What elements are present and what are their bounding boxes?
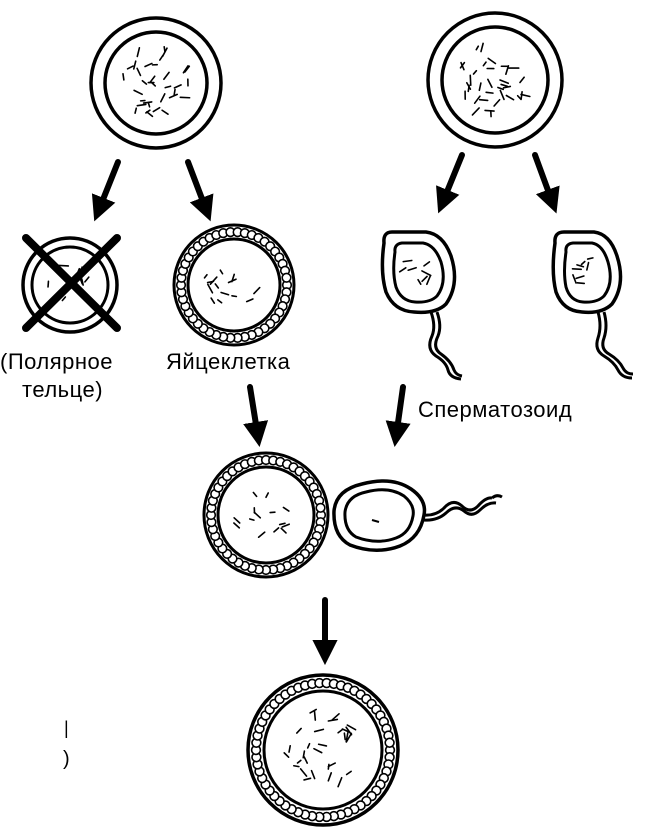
down-arrow bbox=[436, 152, 465, 214]
female-parent-cell bbox=[89, 16, 223, 150]
male-parent-cell bbox=[426, 11, 564, 149]
chromosomes bbox=[459, 42, 531, 118]
cross-out-icon bbox=[22, 234, 121, 332]
fertilizing-egg bbox=[202, 451, 330, 579]
sperm-cell-left bbox=[380, 230, 463, 381]
down-arrow bbox=[185, 159, 214, 222]
egg-cell bbox=[172, 223, 296, 347]
chromosomes bbox=[398, 259, 432, 286]
chromosomes bbox=[283, 708, 357, 788]
chromosomes bbox=[571, 257, 594, 285]
margin-mark-1: | bbox=[64, 718, 70, 738]
down-arrow bbox=[243, 384, 269, 447]
chromosomes bbox=[233, 491, 291, 539]
fertilizing-sperm bbox=[332, 479, 503, 552]
membrane-beads bbox=[250, 677, 396, 823]
polar-body-label-line2: тельце) bbox=[22, 377, 104, 402]
chromosomes bbox=[203, 269, 261, 305]
zygote bbox=[246, 673, 400, 827]
fertilization-arrows bbox=[243, 384, 411, 447]
egg-cell-label: Яйцеклетка bbox=[166, 349, 291, 374]
polar-body bbox=[21, 234, 121, 334]
sperm-cell-right bbox=[551, 230, 634, 380]
down-arrow bbox=[91, 159, 121, 222]
margin-mark-2: ) bbox=[63, 748, 71, 770]
membrane-beads bbox=[205, 454, 327, 576]
down-arrow bbox=[532, 152, 560, 214]
membrane-beads bbox=[175, 227, 293, 343]
division-arrows bbox=[91, 152, 560, 222]
sperm-label: Сперматозоид bbox=[418, 397, 573, 422]
chromosomes bbox=[122, 45, 191, 118]
down-arrow bbox=[385, 384, 411, 447]
polar-body-label-line1: (Полярное bbox=[0, 349, 113, 374]
